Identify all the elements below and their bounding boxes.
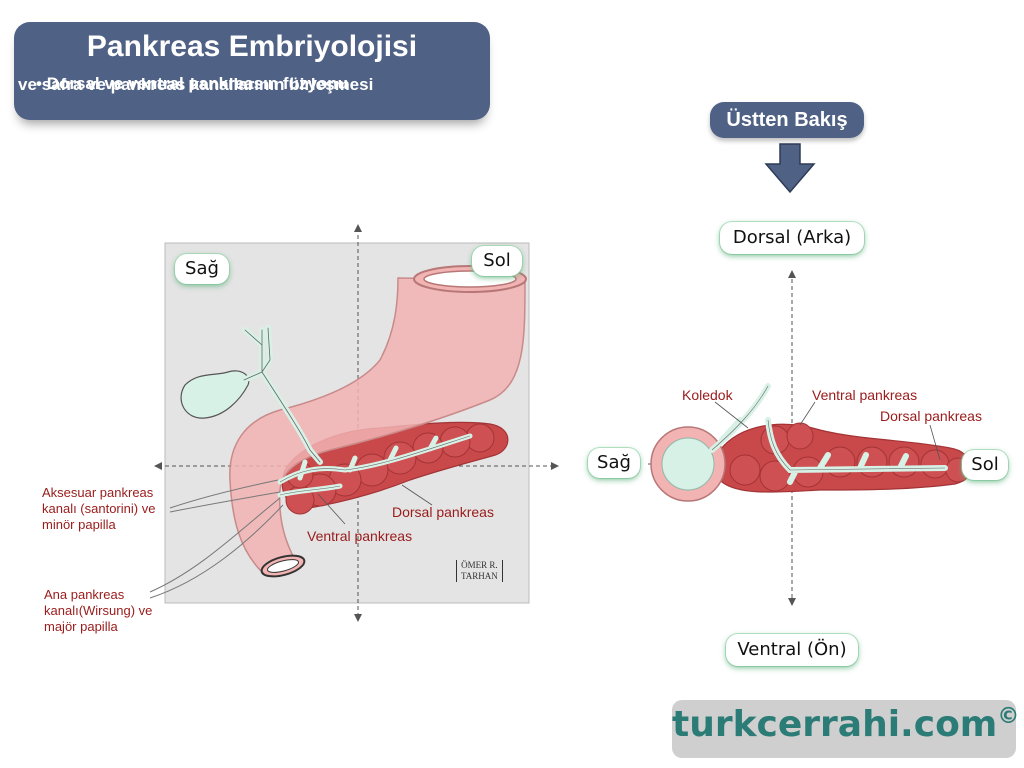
- subtitle-line-2: ve safra ve pankreas kanallarının birleş…: [18, 75, 374, 94]
- left-dorsal-label: Dorsal pankreas: [392, 504, 494, 520]
- accessory-duct-line-1: Aksesuar pankreas: [42, 485, 154, 500]
- left-left-side-label: Sol: [472, 246, 522, 276]
- right-ventral-label: Ventral pankreas: [812, 387, 918, 403]
- leader-main-duct: [149, 497, 281, 593]
- down-arrow-icon: [764, 143, 816, 194]
- leader-accessory: [169, 479, 279, 509]
- left-axis-arrow-up: [354, 224, 362, 232]
- title-box: Pankreas Embriyolojisi • Dorsal ve ventr…: [14, 22, 490, 120]
- brand-name: turkcerrahi.com: [672, 704, 998, 745]
- brand-box: turkcerrahi.com©: [672, 700, 1020, 758]
- main-duct-line-1: Ana pankreas: [44, 587, 125, 602]
- artist-signature: ÖMER R. TARHAN: [456, 560, 503, 582]
- left-axis-arrow-down: [354, 614, 362, 622]
- leader-ventral: [317, 493, 346, 525]
- left-axis-arrow-left: [154, 462, 162, 470]
- accessory-duct-line-2: kanalı (santorini) ve: [42, 501, 156, 516]
- right-pancreas-shape: [713, 422, 973, 493]
- left-axis-arrow-right: [551, 462, 559, 470]
- left-ventral-label: Ventral pankreas: [307, 528, 413, 544]
- ventral-direction-label: Ventral (Ön): [726, 634, 858, 666]
- main-duct-line-2: kanalı(Wirsung) ve: [44, 603, 153, 618]
- main-duct-label: Ana pankreas kanalı(Wirsung) ve majör pa…: [44, 587, 152, 635]
- signature-line-1: ÖMER R.: [461, 560, 498, 570]
- brand-text: turkcerrahi.com©: [672, 704, 1020, 745]
- view-label: Üstten Bakış: [710, 102, 864, 138]
- leader-dorsal: [401, 484, 433, 506]
- left-right-side-label: Sağ: [175, 254, 229, 284]
- right-dorsal-label: Dorsal pankreas: [880, 408, 982, 424]
- subtitle-line-1-text: Dorsal ve ventral pankreasın füzyonu: [46, 74, 349, 93]
- subtitle-line-1: • Dorsal ve ventral pankreasın füzyonu: [36, 74, 349, 93]
- main-duct-line-3: majör papilla: [44, 619, 118, 634]
- gallbladder-shape: [180, 370, 250, 419]
- page-title: Pankreas Embriyolojisi: [86, 30, 418, 63]
- copyright-symbol: ©: [997, 704, 1020, 729]
- dorsal-direction-label: Dorsal (Arka): [720, 222, 864, 254]
- right-left-side-label: Sol: [962, 450, 1008, 480]
- signature-line-2: TARHAN: [461, 571, 498, 581]
- accessory-duct-line-3: minör papilla: [42, 517, 116, 532]
- koledok-label: Koledok: [682, 387, 733, 403]
- accessory-duct-label: Aksesuar pankreas kanalı (santorini) ve …: [42, 485, 155, 533]
- right-right-side-label: Sağ: [588, 448, 640, 478]
